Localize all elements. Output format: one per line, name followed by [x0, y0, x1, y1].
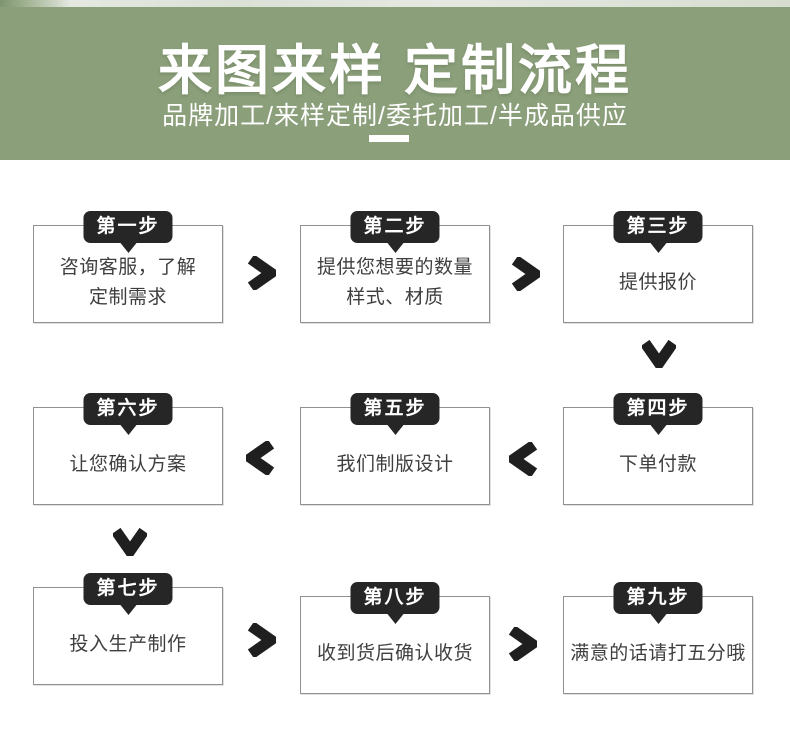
step-text-7: 投入生产制作	[69, 634, 187, 655]
arrow-right-icon	[246, 256, 276, 290]
page-subtitle: 品牌加工/来样定制/委托加工/半成品供应	[162, 102, 628, 130]
step-box-9: 第九步 满意的话请打五分哦	[563, 582, 753, 694]
step-box-1: 第一步 咨询客服，了解 定制需求	[33, 211, 223, 323]
step-text-3: 提供报价	[618, 272, 697, 293]
arrow-down-icon	[113, 526, 147, 556]
arrow-left-icon	[246, 441, 276, 475]
step-badge-9: 第九步	[613, 582, 703, 624]
step-badge-2: 第二步	[350, 211, 440, 253]
arrow-left-icon	[509, 442, 539, 476]
page-title: 来图来样 定制流程	[157, 41, 632, 101]
step-badge-4: 第四步	[613, 393, 703, 435]
step-text-9: 满意的话请打五分哦	[570, 643, 746, 664]
step-box-8: 第八步 收到货后确认收货	[300, 582, 490, 694]
step-box-5: 第五步 我们制版设计	[300, 393, 490, 505]
arrow-right-icon	[507, 627, 537, 661]
step-badge-7: 第七步	[83, 573, 173, 615]
step-box-3: 第三步 提供报价	[563, 211, 753, 323]
step-box-6: 第六步 让您确认方案	[33, 393, 223, 505]
arrow-right-icon	[246, 623, 276, 657]
step-badge-1: 第一步	[83, 211, 173, 253]
step-text-5: 我们制版设计	[336, 454, 454, 475]
header-band: 来图来样 定制流程 品牌加工/来样定制/委托加工/半成品供应	[0, 0, 790, 160]
step-text-2: 提供您想要的数量 样式、材质	[316, 257, 473, 308]
step-badge-3: 第三步	[613, 211, 703, 253]
step-box-4: 第四步 下单付款	[563, 393, 753, 505]
step-text-8: 收到货后确认收货	[316, 643, 473, 664]
step-text-1: 咨询客服，了解 定制需求	[59, 257, 197, 308]
step-text-6: 让您确认方案	[69, 454, 187, 475]
header-top-strip	[0, 0, 790, 7]
arrow-down-icon	[642, 338, 676, 368]
divider-dash	[369, 135, 409, 142]
step-text-4: 下单付款	[618, 454, 697, 475]
step-box-2: 第二步 提供您想要的数量 样式、材质	[300, 211, 490, 323]
step-badge-8: 第八步	[350, 582, 440, 624]
step-box-7: 第七步 投入生产制作	[33, 573, 223, 685]
arrow-right-icon	[510, 257, 540, 291]
step-badge-5: 第五步	[350, 393, 440, 435]
step-badge-6: 第六步	[83, 393, 173, 435]
